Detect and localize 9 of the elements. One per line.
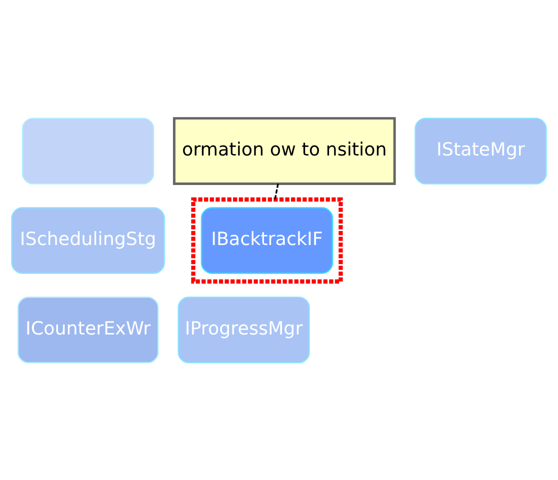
node-box: ISchedulingStg xyxy=(11,206,165,274)
node-box: ormation ow to nsition xyxy=(172,116,396,184)
connector xyxy=(274,183,279,200)
node-box: IStateMgr xyxy=(414,117,547,184)
node-box: ICounterExWr xyxy=(17,296,159,363)
node-box xyxy=(22,117,154,184)
node-box: IBacktrackIF xyxy=(200,206,334,274)
node-box: IProgressMgr xyxy=(178,296,310,363)
cluster xyxy=(191,196,343,284)
